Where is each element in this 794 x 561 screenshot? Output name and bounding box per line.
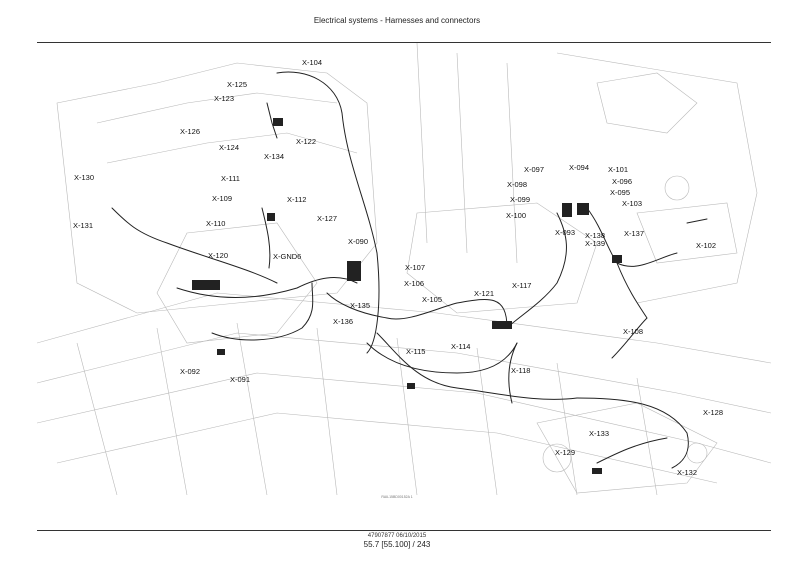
- connector-label-x-108: X-108: [623, 327, 644, 336]
- connector-label-x-090: X-090: [348, 237, 369, 246]
- connector-label-x-138: X-138: [585, 231, 606, 240]
- connector-label-x-126: X-126: [180, 127, 201, 136]
- connector-label-x-094: X-094: [569, 163, 590, 172]
- footer-rule: [37, 530, 771, 531]
- connector-label-x-124: X-124: [219, 143, 240, 152]
- connector-label-x-100: X-100: [506, 211, 527, 220]
- connector-label-x-104: X-104: [302, 58, 323, 67]
- machine-outline: [37, 43, 771, 495]
- connector-label-x-117: X-117: [512, 281, 532, 290]
- connector-label-x-gnd6: X-GND6: [273, 252, 302, 261]
- connector-label-x-133: X-133: [589, 429, 610, 438]
- connector-label-x-132: X-132: [677, 468, 698, 477]
- connector-label-x-120: X-120: [208, 251, 229, 260]
- footer-document-number: 47907877 06/10/2015: [367, 533, 427, 539]
- connector-label-x-129: X-129: [555, 448, 576, 457]
- connector-label-x-135: X-135: [350, 301, 371, 310]
- connector-label-x-111: X-111: [221, 174, 240, 183]
- connectors: [192, 118, 622, 474]
- connector-label-x-136: X-136: [333, 317, 354, 326]
- connector-label-x-130: X-130: [74, 173, 95, 182]
- connector-label-x-112: X-112: [287, 195, 307, 204]
- wiring-harness: [111, 71, 708, 469]
- connector-label-x-137: X-137: [624, 229, 645, 238]
- connector-label-x-122: X-122: [296, 137, 317, 146]
- connector-label-x-115: X-115: [406, 347, 426, 356]
- connector-label-x-106: X-106: [404, 279, 425, 288]
- connector-label-x-109: X-109: [212, 194, 233, 203]
- connector-label-x-121: X-121: [474, 289, 495, 298]
- connector-label-x-098: X-098: [507, 180, 528, 189]
- connector-label-x-103: X-103: [622, 199, 643, 208]
- connector-label-x-127: X-127: [317, 214, 338, 223]
- connector-label-x-093: X-093: [555, 228, 576, 237]
- connector-label-x-097: X-097: [524, 165, 545, 174]
- connector-label-x-123: X-123: [214, 94, 235, 103]
- header-rule: [37, 42, 771, 43]
- footer-page-number: 55.7 [55.100] / 243: [363, 540, 431, 549]
- harness-drawing: [37, 43, 771, 495]
- connector-label-x-092: X-092: [180, 367, 201, 376]
- connector-label-x-101: X-101: [608, 165, 629, 174]
- connector-label-x-105: X-105: [422, 295, 443, 304]
- connector-label-x-128: X-128: [703, 408, 724, 417]
- connector-label-x-096: X-096: [612, 177, 633, 186]
- connector-label-x-125: X-125: [227, 80, 248, 89]
- connector-label-x-107: X-107: [405, 263, 426, 272]
- figure-reference: RAIL15BD00152A 1: [381, 495, 413, 499]
- connector-label-x-139: X-139: [585, 239, 606, 248]
- connector-label-x-099: X-099: [510, 195, 531, 204]
- connector-label-x-134: X-134: [264, 152, 285, 161]
- page-header-title: Electrical systems - Harnesses and conne…: [313, 16, 481, 25]
- connector-label-x-118: X-118: [511, 366, 531, 375]
- connector-label-x-091: X-091: [230, 375, 251, 384]
- connector-label-x-102: X-102: [696, 241, 717, 250]
- connector-label-x-095: X-095: [610, 188, 631, 197]
- connector-label-x-110: X-110: [206, 219, 226, 228]
- connector-label-x-114: X-114: [451, 342, 471, 351]
- connector-label-x-131: X-131: [73, 221, 94, 230]
